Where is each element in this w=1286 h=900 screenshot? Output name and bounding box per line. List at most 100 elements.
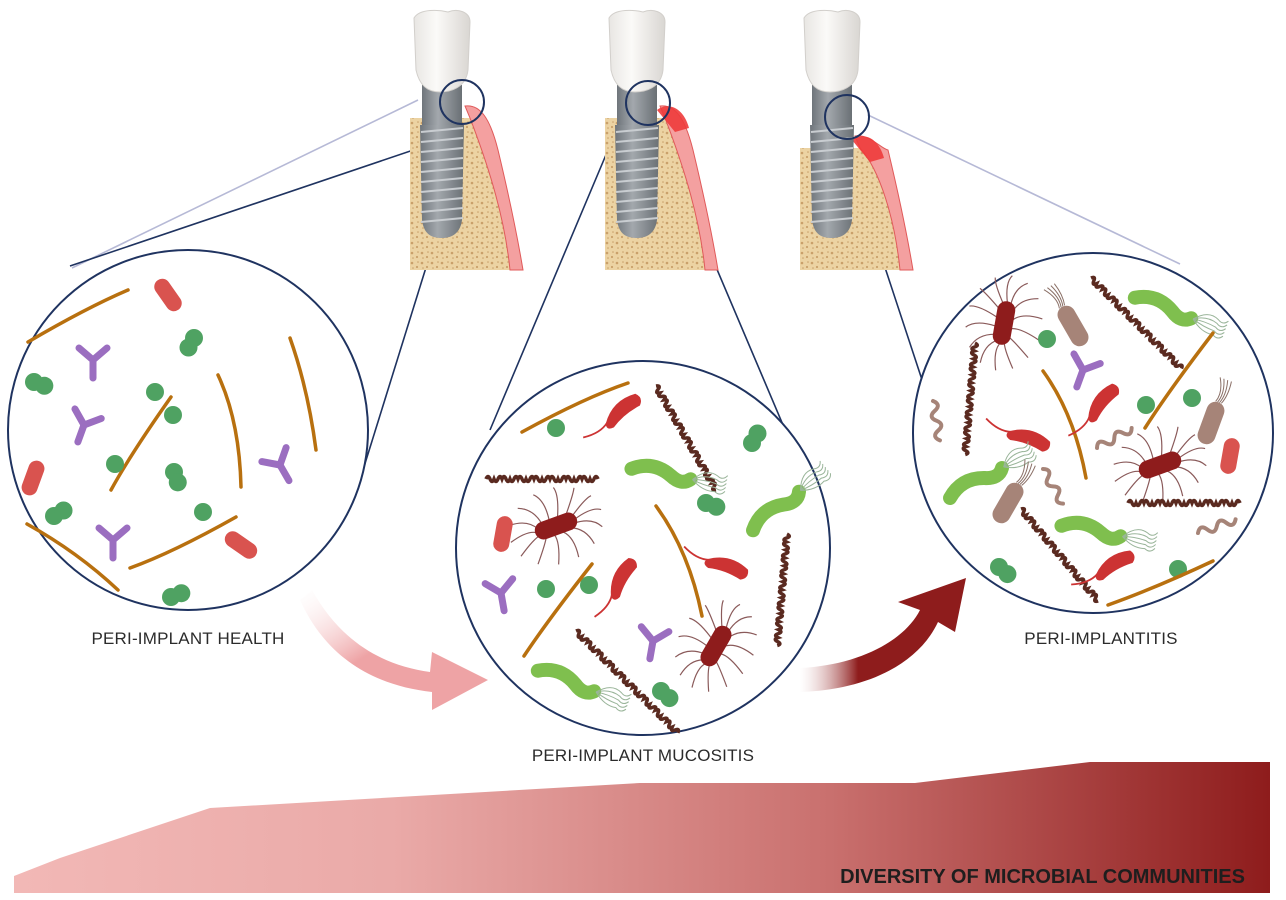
y-shaped-bacterium-icon — [258, 444, 293, 485]
coccus-icon — [1183, 389, 1201, 407]
short-spirochete-icon — [1095, 426, 1134, 450]
filament-bacterium-icon — [1106, 559, 1215, 607]
brown-rod-bacterium-icon — [992, 459, 1036, 524]
filament-bacterium-icon — [288, 336, 318, 452]
spirochete-icon — [961, 341, 980, 457]
filament-bacterium-icon — [1041, 369, 1088, 480]
gingiva-icon — [854, 135, 914, 271]
spirochete-icon — [575, 628, 681, 734]
coccus-icon — [54, 501, 73, 520]
filament-bacterium-icon — [26, 288, 130, 344]
zoom-circle-outline — [455, 360, 831, 736]
helical-bacterium-icon — [943, 441, 1037, 505]
helical-bacterium-icon — [746, 460, 831, 538]
progression-arrow-1 — [300, 590, 488, 710]
y-shaped-bacterium-icon — [481, 575, 517, 615]
brown-rod-bacterium-icon — [1043, 283, 1089, 347]
coccus-icon — [35, 376, 54, 395]
coccus-icon — [537, 580, 555, 598]
progression-arrow-2 — [800, 578, 966, 692]
stage-label-health: PERI-IMPLANT HEALTH — [91, 629, 284, 648]
y-shaped-bacterium-icon — [1070, 350, 1104, 391]
short-spirochete-icon — [1041, 467, 1065, 506]
implant-illustrations — [410, 9, 914, 271]
connector-line — [71, 99, 419, 269]
rod-bacterium-icon — [21, 460, 45, 496]
vibrio-bacterium-icon — [582, 393, 641, 439]
coccus-icon — [998, 565, 1017, 584]
short-spirochete-icon — [929, 399, 944, 443]
spirochete-icon — [1126, 498, 1242, 508]
spirochete-icon — [484, 474, 600, 484]
coccus-icon — [172, 584, 191, 603]
stage-label-mucositis: PERI-IMPLANT MUCOSITIS — [532, 746, 754, 765]
crown-icon — [803, 9, 861, 93]
microbiome-circle-health — [7, 249, 369, 611]
y-shaped-bacterium-icon — [95, 524, 131, 562]
helical-bacterium-icon — [1127, 289, 1229, 339]
coccus-icon — [168, 473, 187, 492]
filament-bacterium-icon — [128, 515, 238, 570]
vibrio-bacterium-icon — [683, 545, 749, 580]
implant-mucositis — [605, 9, 719, 271]
y-shaped-bacterium-icon — [637, 623, 673, 663]
diversity-gradient-shape — [14, 762, 1270, 893]
coccus-icon — [580, 576, 598, 594]
stage-label-peri-implantitis: PERI-IMPLANTITIS — [1024, 629, 1177, 648]
coccus-icon — [1038, 330, 1056, 348]
coccus-icon — [748, 424, 767, 443]
rod-bacterium-icon — [154, 278, 182, 312]
filament-bacterium-icon — [1143, 331, 1215, 430]
vibrio-bacterium-icon — [594, 557, 637, 618]
inflammation-icon — [852, 136, 884, 162]
gingiva-icon — [464, 105, 524, 271]
zoom-region-circle — [439, 79, 485, 125]
spirochete-icon — [773, 532, 792, 648]
coccus-icon — [660, 689, 679, 708]
filament-bacterium-icon — [216, 373, 243, 489]
filament-bacterium-icon — [522, 562, 594, 658]
connector-line — [867, 114, 1181, 265]
spirochete-icon — [1090, 275, 1184, 370]
y-shaped-bacterium-icon — [75, 344, 111, 382]
zoom-region-circle — [625, 80, 671, 126]
coccus-icon — [106, 455, 124, 473]
connector-line — [489, 149, 609, 431]
coccus-icon — [547, 419, 565, 437]
coccus-icon — [194, 503, 212, 521]
coccus-icon — [707, 497, 726, 516]
inflammation-icon — [657, 106, 689, 132]
crown-icon — [608, 9, 666, 93]
diversity-label: DIVERSITY OF MICROBIAL COMMUNITIES — [840, 866, 1245, 888]
coccus-icon — [146, 383, 164, 401]
filament-bacterium-icon — [25, 522, 120, 592]
coccus-icon — [164, 406, 182, 424]
rod-bacterium-icon — [493, 516, 513, 552]
rod-bacterium-icon — [1220, 438, 1240, 474]
vibrio-bacterium-icon — [1068, 383, 1120, 437]
flagellated-rod-icon — [965, 275, 1043, 371]
implant-health — [410, 9, 524, 271]
y-shaped-bacterium-icon — [71, 405, 105, 446]
microbiome-circle-mucositis — [455, 360, 831, 736]
implant-peri-implantitis — [800, 9, 914, 271]
vibrio-bacterium-icon — [1071, 550, 1135, 586]
flagellated-rod-icon — [509, 487, 603, 565]
diversity-bar: DIVERSITY OF MICROBIAL COMMUNITIES — [14, 762, 1270, 893]
filament-bacterium-icon — [654, 504, 704, 618]
flagellated-rod-icon — [674, 600, 757, 692]
helical-bacterium-icon — [1054, 515, 1159, 552]
helical-bacterium-icon — [624, 458, 729, 495]
zoom-region-circle — [824, 94, 870, 140]
helical-bacterium-icon — [530, 662, 632, 712]
crown-icon — [413, 9, 471, 93]
brown-rod-bacterium-icon — [1197, 377, 1232, 445]
flagellated-rod-icon — [1113, 426, 1207, 504]
filament-bacterium-icon — [109, 395, 173, 492]
spirochete-icon — [1020, 506, 1099, 604]
zoom-circle-outline — [7, 249, 369, 611]
filament-bacterium-icon — [520, 381, 630, 434]
short-spirochete-icon — [1196, 517, 1238, 535]
coccus-icon — [1137, 396, 1155, 414]
